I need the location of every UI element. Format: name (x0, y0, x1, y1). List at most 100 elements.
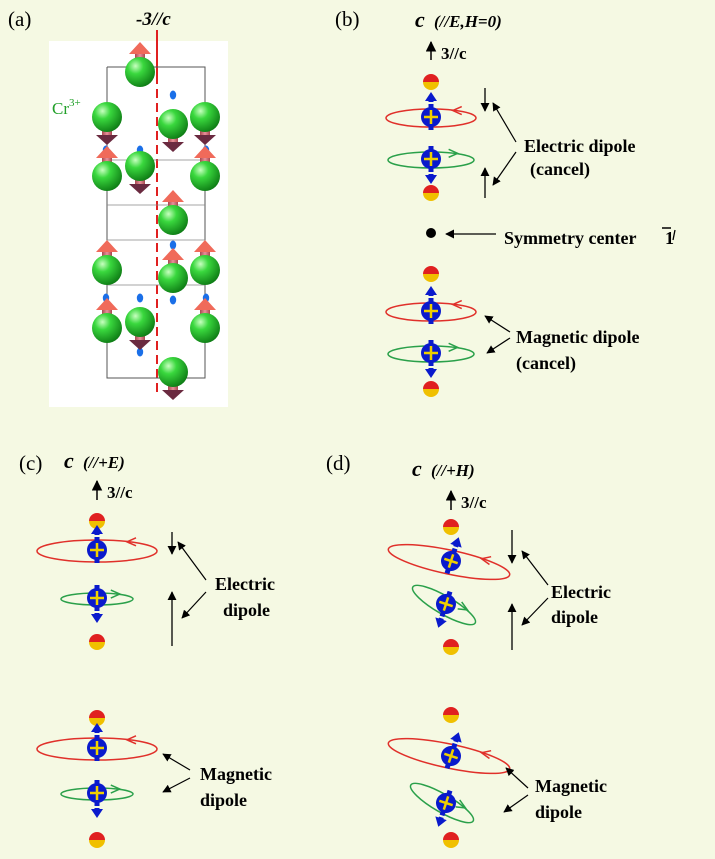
oxygen-ion (423, 381, 439, 397)
oxygen-top (443, 519, 459, 527)
spin-ion (87, 779, 107, 818)
panel-b-ions (385, 74, 477, 397)
oxygen-bottom (423, 193, 439, 201)
spin-ion (421, 286, 441, 325)
spin-up-arrow-icon (162, 190, 184, 202)
spin-up-arrow-icon (96, 298, 118, 310)
crystal-structure (92, 42, 220, 400)
magnetic-leader-2 (486, 337, 511, 354)
panel-a-label: (a) (8, 7, 31, 31)
cr-sphere (158, 109, 188, 139)
panel-d-axis-label: 3//c (461, 493, 487, 512)
spin-up-arrow-icon (450, 732, 462, 743)
orbit-arrow-icon (457, 601, 470, 611)
oxygen-bottom (89, 642, 105, 650)
oxygen-bottom (443, 715, 459, 723)
panel-b-electric-dipole: Electric dipole (524, 136, 635, 156)
spin-down-arrow-icon (91, 614, 103, 623)
cr-ion (92, 146, 122, 191)
panel-b-symmetry-center: Symmetry center (504, 228, 636, 248)
spin-ion (441, 732, 462, 771)
cr-sphere (158, 263, 188, 293)
cr-ion (190, 146, 220, 191)
oxygen-ion (443, 519, 459, 535)
cr-ion (92, 102, 122, 145)
oxygen-ion (443, 639, 459, 655)
panel-d-c-condition: (//+H) (431, 461, 475, 480)
oxygen-ion (423, 266, 439, 282)
panel-c-c-letter: c (64, 448, 74, 473)
cr-sphere (190, 102, 220, 132)
cr-ion (158, 109, 188, 152)
magnetic-leader-1 (484, 315, 511, 333)
orbit-arrow-icon (479, 749, 492, 760)
cr-sphere (92, 313, 122, 343)
oxygen-bottom (443, 527, 459, 535)
panel-d-label: (d) (326, 451, 351, 475)
spin-down-arrow-icon (129, 184, 151, 194)
spin-down-arrow-icon (162, 142, 184, 152)
electric-leader-2 (492, 151, 517, 186)
spin-cross-v (442, 596, 450, 612)
spin-up-arrow-icon (194, 146, 216, 158)
spin-up-arrow-icon (450, 537, 462, 548)
cr-sphere (125, 307, 155, 337)
oxygen-top (89, 832, 105, 840)
oxygen-dot (169, 295, 177, 305)
spin-up-arrow-icon (91, 525, 103, 534)
panel-c-electric-2: dipole (223, 600, 270, 620)
cr-sphere (92, 255, 122, 285)
panel-c-c-condition: (//+E) (83, 453, 125, 472)
oxygen-top (443, 707, 459, 715)
oxygen-bottom (423, 82, 439, 90)
orbit-ellipse (387, 543, 511, 581)
d-magnetic-leader-1 (505, 767, 529, 789)
oxygen-dot (169, 90, 177, 100)
panel-d-electric-1: Electric (551, 582, 611, 602)
panel-d-magnetic-2: dipole (535, 802, 582, 822)
panel-c-axis-label: 3//c (107, 483, 133, 502)
oxygen-ion (89, 710, 105, 726)
oxygen-top (443, 832, 459, 840)
panel-c-label: (c) (19, 451, 42, 475)
oxygen-top (423, 381, 439, 389)
cr-ion (125, 42, 155, 87)
oxygen-bottom (89, 840, 105, 848)
spin-up-arrow-icon (425, 286, 437, 295)
cr-ion (125, 307, 155, 350)
spin-cross-v (447, 553, 455, 569)
spin-ion (441, 537, 462, 576)
d-magnetic-leader-2 (503, 794, 529, 813)
orbit-arrow-icon (450, 299, 463, 310)
oxygen-ion (89, 634, 105, 650)
spin-cross-v (442, 795, 450, 811)
spin-ion (435, 589, 456, 628)
oxygen-bottom (443, 840, 459, 848)
cr-ion (92, 240, 122, 285)
spin-down-arrow-icon (91, 809, 103, 818)
spin-up-arrow-icon (96, 240, 118, 252)
panel-b-c-condition: (//E,H=0) (434, 12, 502, 31)
c-magnetic-leader-2 (162, 777, 191, 793)
d-electric-leader-2 (521, 597, 549, 626)
cr-ion (190, 240, 220, 285)
orbit-arrow-icon (110, 589, 122, 599)
panel-b: (b) c (//E,H=0) 3//c Electric dipole (ca… (335, 7, 676, 397)
oxygen-dot (136, 293, 144, 303)
oxygen-top (89, 513, 105, 521)
orbit-arrow-icon (448, 148, 460, 159)
oxygen-top (443, 639, 459, 647)
spin-ion (435, 788, 456, 827)
cr-ion (92, 298, 122, 343)
panel-b-magnetic-dipole: Magnetic dipole (516, 327, 640, 347)
orbit-arrow-icon (110, 784, 122, 794)
panel-b-symmetry-symbol: 1 (665, 228, 674, 248)
spin-up-arrow-icon (194, 240, 216, 252)
cr-label: Cr3+ (52, 97, 81, 118)
oxygen-bottom (443, 647, 459, 655)
panel-b-axis-label: 3//c (441, 44, 467, 63)
symmetry-prime (672, 229, 676, 241)
panel-d-magnetic-1: Magnetic (535, 776, 607, 796)
cr-ion (190, 102, 220, 145)
